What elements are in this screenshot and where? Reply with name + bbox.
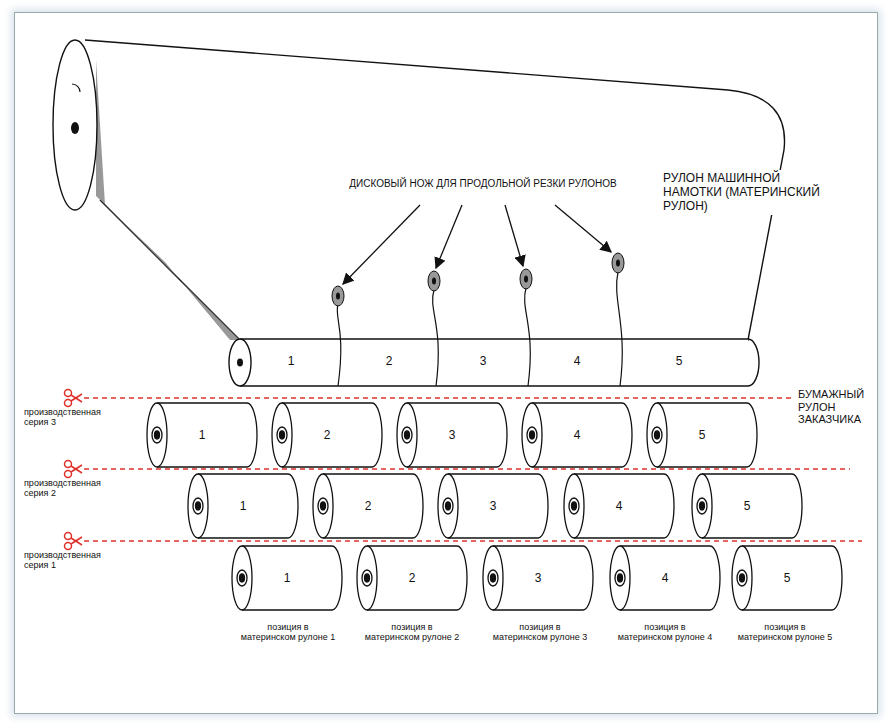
customer-roll: 4 [562, 473, 676, 539]
position-number: 2 [382, 355, 396, 369]
customer-roll: 5 [730, 545, 844, 611]
cut-lines [84, 398, 862, 541]
customer-roll: 1 [145, 402, 259, 468]
series-label: производственная серия 3 [24, 407, 108, 428]
slit-roll-end [229, 339, 251, 386]
position-label: позиция в материнском рулоне 4 [617, 622, 713, 643]
knife-label: ДИСКОВЫЙ НОЖ ДЛЯ ПРОДОЛЬНОЙ РЕЗКИ РУЛОНО… [318, 178, 648, 190]
customer-roll: 4 [520, 402, 634, 468]
position-label: позиция в материнском рулоне 5 [737, 622, 833, 643]
sheet-shadow [96, 60, 240, 340]
customer-roll: 5 [645, 402, 759, 468]
mother-roll-end [53, 40, 97, 210]
roll-number: 2 [324, 428, 331, 442]
customer-roll: 3 [436, 473, 550, 539]
customer-roll: 4 [608, 545, 722, 611]
position-label: позиция в материнском рулоне 1 [240, 622, 336, 643]
leader-arrows [343, 205, 611, 284]
customer-roll: 2 [355, 545, 469, 611]
roll-number: 4 [662, 571, 669, 585]
roll-number: 2 [409, 571, 416, 585]
customer-roll-label: БУМАЖНЫЙ РУЛОН ЗАКАЗЧИКА [798, 388, 876, 426]
roll-number: 2 [365, 499, 372, 513]
mother-roll-label: РУЛОН МАШИННОЙ НАМОТКИ (МАТЕРИНСКИЙ РУЛО… [660, 170, 842, 215]
position-label: позиция в материнском рулоне 2 [364, 622, 460, 643]
position-number: 3 [476, 355, 490, 369]
roll-core [71, 122, 79, 134]
customer-roll: 1 [230, 545, 344, 611]
series-label: производственная серия 1 [24, 550, 108, 571]
customer-roll: 3 [481, 545, 595, 611]
roll-number: 1 [199, 428, 206, 442]
roll-number: 5 [699, 428, 706, 442]
series-label: производственная серия 2 [24, 478, 108, 499]
roll-number: 3 [490, 499, 497, 513]
disc-knives [332, 253, 624, 306]
roll-number: 3 [535, 571, 542, 585]
roll-number: 5 [784, 571, 791, 585]
position-number: 5 [672, 355, 686, 369]
roll-number: 3 [449, 428, 456, 442]
roll-number: 4 [616, 499, 623, 513]
position-label: позиция в материнском рулоне 3 [492, 622, 588, 643]
customer-roll: 2 [270, 402, 384, 468]
customer-roll: 2 [311, 473, 425, 539]
roll-number: 1 [284, 571, 291, 585]
roll-number: 4 [574, 428, 581, 442]
roll-number: 5 [744, 499, 751, 513]
customer-roll: 5 [690, 473, 804, 539]
customer-roll: 1 [186, 473, 300, 539]
position-number: 4 [570, 355, 584, 369]
customer-roll: 3 [395, 402, 509, 468]
slit-lines [337, 272, 622, 386]
position-number: 1 [284, 355, 298, 369]
roll-number: 1 [240, 499, 247, 513]
